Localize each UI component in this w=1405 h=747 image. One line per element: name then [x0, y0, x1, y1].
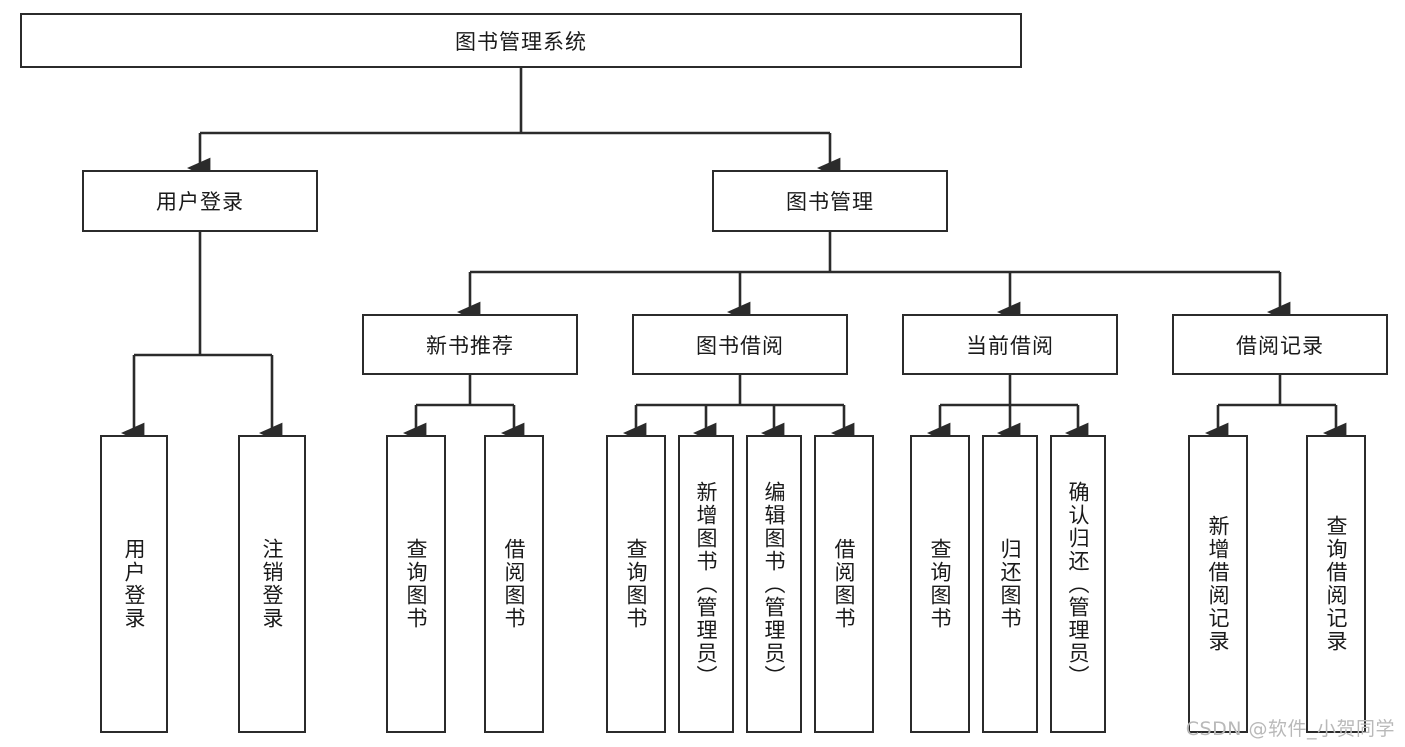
node-root[interactable]: 图书管理系统: [20, 13, 1022, 68]
leaf-user-login[interactable]: 用户登录: [100, 435, 168, 733]
node-borrow-record[interactable]: 借阅记录: [1172, 314, 1388, 375]
csdn-watermark: CSDN @软件_小贺同学: [1185, 718, 1395, 740]
node-new-book-recommend[interactable]: 新书推荐: [362, 314, 578, 375]
leaf-borrow-book-2[interactable]: 借阅图书: [814, 435, 874, 733]
node-book-manage[interactable]: 图书管理: [712, 170, 948, 232]
node-book-borrow[interactable]: 图书借阅: [632, 314, 848, 375]
leaf-return-book[interactable]: 归还图书: [982, 435, 1038, 733]
node-current-borrow[interactable]: 当前借阅: [902, 314, 1118, 375]
leaf-query-record[interactable]: 查询借阅记录: [1306, 435, 1366, 733]
leaf-add-book[interactable]: 新增图书（管理员）: [678, 435, 734, 733]
leaf-borrow-book-1[interactable]: 借阅图书: [484, 435, 544, 733]
leaf-query-book-3[interactable]: 查询图书: [910, 435, 970, 733]
leaf-add-record[interactable]: 新增借阅记录: [1188, 435, 1248, 733]
leaf-query-book-1[interactable]: 查询图书: [386, 435, 446, 733]
leaf-query-book-2[interactable]: 查询图书: [606, 435, 666, 733]
leaf-edit-book[interactable]: 编辑图书（管理员）: [746, 435, 802, 733]
leaf-confirm-return[interactable]: 确认归还（管理员）: [1050, 435, 1106, 733]
leaf-user-logout[interactable]: 注销登录: [238, 435, 306, 733]
node-user-login[interactable]: 用户登录: [82, 170, 318, 232]
